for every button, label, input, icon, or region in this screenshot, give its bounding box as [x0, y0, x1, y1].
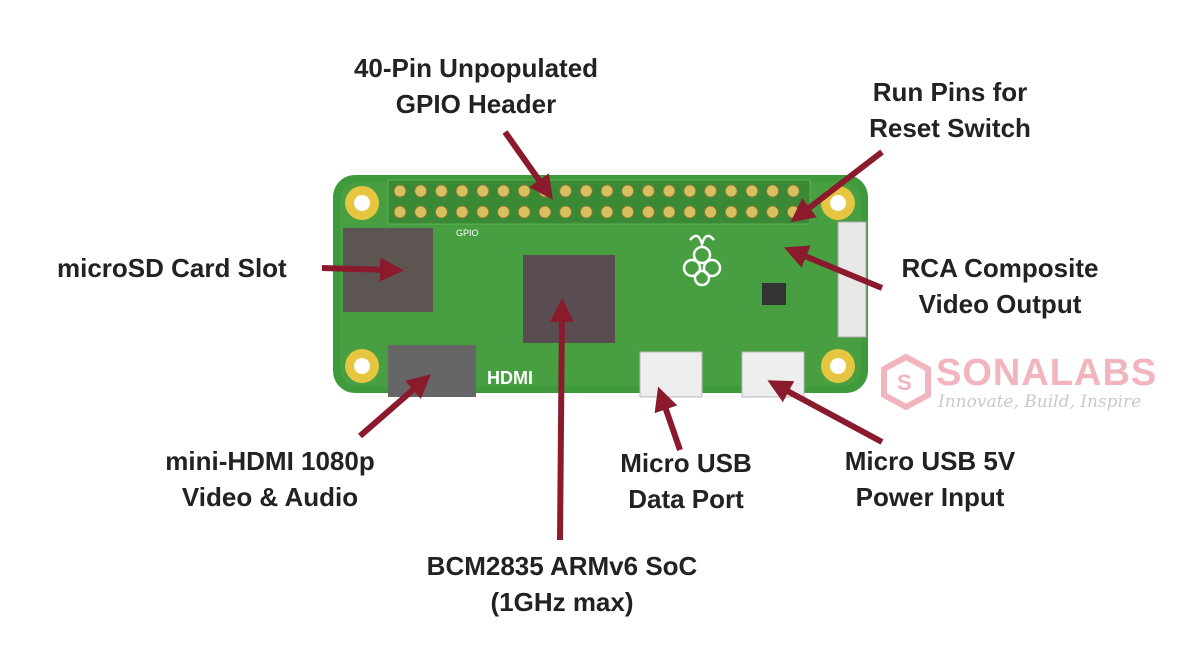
gpio-pin [621, 184, 635, 198]
gpio-pin [455, 205, 469, 219]
arrow-gpio [502, 130, 553, 200]
gpio-pin [393, 205, 407, 219]
label-line: mini-HDMI 1080p [165, 446, 375, 476]
gpio-pin [497, 184, 510, 198]
mini-hdmi-port [388, 345, 476, 397]
gpio-pin [434, 184, 448, 198]
gpio-pin [704, 184, 717, 198]
label-usb-data: Micro USB Data Port [620, 445, 751, 517]
label-hdmi: mini-HDMI 1080p Video & Audio [165, 443, 375, 515]
arrow-usb-power [767, 380, 884, 445]
gpio-pin [517, 205, 531, 219]
label-line: Power Input [855, 482, 1005, 512]
micro-usb-data-port [639, 351, 703, 398]
label-line: (1GHz max) [490, 587, 634, 617]
gpio-pin [538, 205, 552, 219]
arrow-soc [549, 298, 574, 541]
label-line: Micro USB 5V [844, 446, 1016, 476]
gpio-pin [766, 184, 780, 198]
gpio-pin [786, 184, 800, 198]
gpio-pin [745, 205, 759, 219]
label-line: GPIO Header [395, 89, 557, 119]
gpio-pin [724, 184, 738, 198]
label-line: Video Output [918, 289, 1082, 319]
label-line: Micro USB [620, 448, 752, 478]
gpio-pin [786, 205, 800, 219]
label-line: RCA Composite [901, 253, 1099, 283]
gpio-header [387, 179, 811, 225]
gpio-pin [662, 205, 676, 219]
gpio-silkscreen: GPIO [456, 228, 479, 238]
gpio-pin [559, 184, 573, 198]
raspberry-logo [682, 234, 722, 287]
arrows [321, 130, 884, 541]
gpio-pin [559, 205, 573, 219]
label-microsd: microSD Card Slot [57, 253, 287, 283]
arrow-run-pins [790, 149, 884, 223]
gpio-pin [517, 184, 531, 198]
gpio-pin [476, 184, 490, 198]
svg-text:S: S [897, 370, 912, 395]
arrow-microsd [321, 257, 404, 282]
label-line: Reset Switch [869, 113, 1031, 143]
label-rca: RCA Composite Video Output [902, 250, 1099, 322]
gpio-pin [579, 184, 593, 198]
gpio-pin [579, 205, 593, 219]
label-gpio: 40-Pin Unpopulated GPIO Header [354, 50, 598, 122]
sonalabs-logo-icon: S [881, 354, 931, 410]
gpio-pin [662, 184, 676, 198]
gpio-pin [683, 184, 697, 198]
gpio-pin [641, 184, 655, 198]
label-line: Run Pins for [872, 77, 1028, 107]
gpio-pin [766, 205, 780, 219]
gpio-pin [704, 205, 717, 219]
gpio-pin [476, 205, 490, 219]
gpio-pin [745, 184, 759, 198]
gpio-pins [393, 184, 800, 219]
arrow-rca [783, 245, 884, 291]
gpio-pin [497, 205, 510, 219]
label-usb-power: Micro USB 5V Power Input [845, 443, 1016, 515]
label-line: Video & Audio [181, 482, 359, 512]
hdmi-silkscreen: HDMI [487, 368, 533, 388]
gpio-pin [621, 205, 635, 219]
watermark-tagline: Innovate, Build, Inspire [938, 392, 1142, 412]
label-line: 40-Pin Unpopulated [353, 53, 599, 83]
label-line: Data Port [628, 484, 744, 514]
gpio-pin [455, 184, 469, 198]
micro-usb-power-port [741, 351, 805, 398]
gpio-pin [683, 205, 697, 219]
gpio-pin [641, 205, 655, 219]
arrow-hdmi [358, 374, 432, 439]
gpio-pin [393, 184, 407, 198]
gpio-pin [434, 205, 448, 219]
arrow-usb-data [654, 386, 683, 451]
label-soc: BCM2835 ARMv6 SoC (1GHz max) [427, 548, 698, 620]
gpio-pin [414, 205, 428, 219]
label-run-pins: Run Pins for Reset Switch [869, 74, 1031, 146]
mounting-hole [345, 186, 855, 383]
gpio-pin [600, 205, 614, 219]
pcb-board: HDMI GPIO [333, 175, 868, 398]
gpio-pin [414, 184, 428, 198]
label-line: BCM2835 ARMv6 SoC [426, 551, 698, 581]
gpio-pin [724, 205, 738, 219]
regulator-chip [762, 283, 786, 305]
watermark-name: SONALABS [936, 352, 1158, 394]
gpio-pin [600, 184, 614, 198]
soc-chip [523, 255, 615, 343]
